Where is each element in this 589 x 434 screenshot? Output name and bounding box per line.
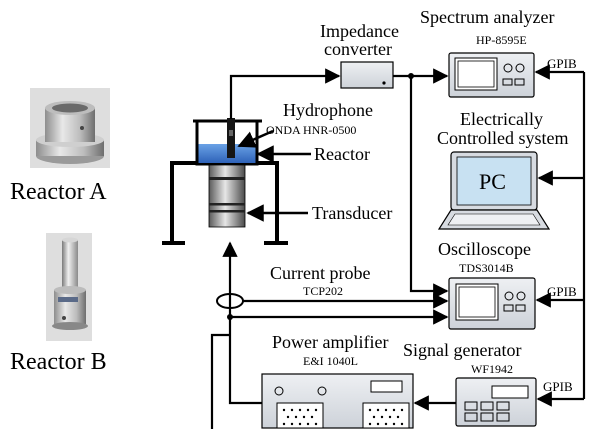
- spectrum-analyzer-label: Spectrum analyzer: [420, 7, 555, 27]
- spectrum-analyzer-device: [448, 52, 535, 98]
- impedance-label-line1: Impedance: [320, 21, 399, 41]
- reactor-a-label: Reactor A: [10, 179, 107, 205]
- impedance-label-line2: converter: [324, 39, 392, 59]
- reactor-label: Reactor: [314, 144, 370, 164]
- power-amplifier-device: [261, 373, 414, 429]
- gpib-label-signal-generator: GPIB: [543, 379, 573, 394]
- gpib-label-oscilloscope: GPIB: [547, 284, 577, 299]
- transducer-label: Transducer: [312, 203, 393, 223]
- hydrophone-label: Hydrophone: [283, 100, 373, 120]
- impedance-converter-box: [340, 61, 394, 89]
- ec-system-label-line1: Electrically: [460, 109, 543, 129]
- reactor-b-label: Reactor B: [10, 349, 107, 375]
- current-probe-model: TCP202: [303, 284, 344, 298]
- power-amplifier-label: Power amplifier: [272, 332, 389, 352]
- reactor-b-photo: [46, 233, 92, 341]
- oscilloscope-label: Oscilloscope: [438, 239, 531, 259]
- reactor-assembly: [162, 118, 288, 245]
- pc-label: PC: [479, 169, 506, 194]
- signal-generator-device: [455, 377, 537, 427]
- oscilloscope-model: TDS3014B: [459, 261, 514, 275]
- oscilloscope-device: [448, 277, 536, 330]
- power-amplifier-model: E&I 1040L: [303, 354, 358, 368]
- signal-generator-label: Signal generator: [403, 340, 522, 360]
- current-probe-label: Current probe: [270, 263, 371, 283]
- spectrum-analyzer-model: HP-8595E: [476, 33, 527, 47]
- pc-computer: [437, 151, 551, 230]
- gpib-label-spectrum: GPIB: [547, 56, 577, 71]
- signal-wiring: [210, 64, 586, 429]
- hydrophone-model: ONDA HNR-0500: [266, 123, 357, 137]
- signal-generator-model: WF1942: [471, 362, 513, 376]
- reactor-a-photo: [30, 88, 110, 168]
- ec-system-label-line2: Controlled system: [437, 128, 569, 148]
